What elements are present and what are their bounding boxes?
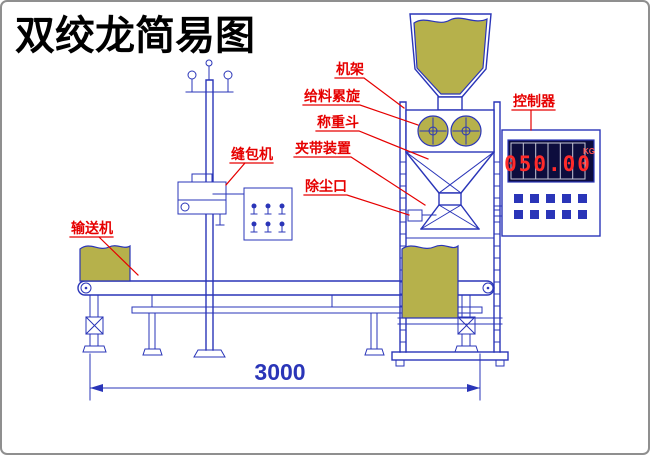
callout-frame: 机架 [334,61,405,109]
frame-foot-left [395,359,405,367]
label-sewing-machine: 缝包机 [231,146,273,162]
label-weigh-hopper: 称重斗 [317,114,359,130]
thread-guide [205,59,213,67]
callout-feed-screw: 给料累旋 [302,88,419,126]
control-panel: 050.00 KG [493,129,601,237]
callout-dust-port: 除尘口 [303,178,410,216]
stand-pole [205,79,214,351]
dim-arrow-right [467,384,480,392]
weigh-funnel [405,151,495,194]
input-bag [79,244,131,282]
weight-display [507,139,595,183]
weigh-hopper [405,151,495,206]
conveyor-leg-left [142,312,163,356]
label-conveyor: 输送机 [71,220,113,236]
thread-spool-right [223,70,233,80]
sewing-stand [185,59,234,358]
clamp-skirt [420,204,480,230]
sewing-head-top [191,173,213,183]
panel-mount [493,205,503,217]
control-box-knobs [250,203,286,233]
callout-sewing-machine: 缝包机 [225,146,274,186]
mount-post-left [89,294,99,318]
page-title: 双绞龙简易图 [15,13,255,58]
sewing-head-body [177,181,227,215]
sewing-machine [177,173,227,226]
dimension-value: 3000 [254,359,305,385]
frame-rungs-right [493,161,501,343]
mount-post-right [461,294,471,318]
sewing-needle [177,199,227,226]
dust-port [407,209,423,222]
thread-spool-left [187,70,197,80]
label-dust-port: 除尘口 [305,178,347,194]
conveyor-stringer [131,294,483,314]
dimension: 3000 [89,353,481,401]
panel-buttons[interactable] [514,194,587,219]
stand-base [193,349,226,358]
screw-spokes [419,117,480,145]
frame-foot-right [495,359,505,367]
hopper-neck [437,96,463,111]
label-frame: 机架 [336,61,364,77]
roller-right [482,282,494,294]
sewing-wheel [180,202,190,212]
weigh-funnel-braces [405,151,495,194]
weigh-neck [438,192,462,206]
label-feed-screw: 给料累旋 [304,88,361,104]
label-controller: 控制器 [513,93,556,109]
weight-unit: KG [583,147,595,156]
callout-clamp: 夹带装置 [293,140,426,206]
sewing-control-box [212,187,293,241]
frame-rails [399,101,501,353]
callout-controller: 控制器 [511,93,556,131]
spool-crossbar [185,65,234,93]
roller-mount-left [82,316,107,353]
conveyor-leg-right [364,312,385,356]
dimension-lines [89,353,481,401]
feed-screw-housing [405,109,495,153]
bag-clamp [407,204,480,230]
hopper-material [413,17,488,95]
roller-mount-right [454,316,479,353]
weight-value: 050.00 [504,152,592,176]
callout-conveyor: 输送机 [69,220,139,276]
output-bag [401,244,459,319]
callout-weigh-hopper: 称重斗 [315,114,429,160]
label-clamp: 夹带装置 [295,140,351,156]
storage-hopper [409,13,492,111]
dim-arrow-left [90,384,103,392]
roller-left [80,282,92,294]
frame-base [391,351,509,361]
clamp-braces [420,204,480,230]
